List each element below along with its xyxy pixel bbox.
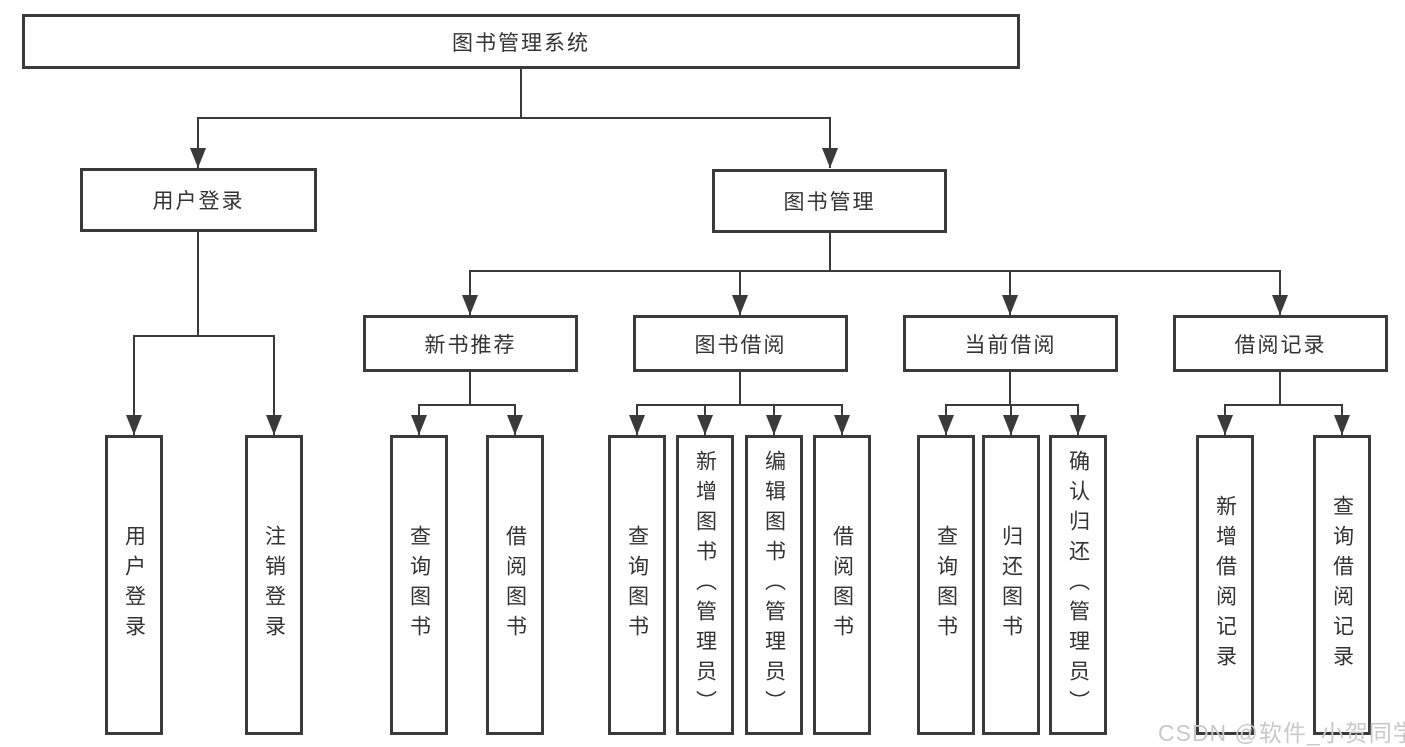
arrow-to-book-borrowing	[732, 272, 748, 315]
node-book-borrowing-label: 图书借阅	[694, 333, 787, 357]
leaf-query-books-3: 查询图书	[917, 435, 975, 735]
node-borrowing-records: 借阅记录	[1173, 315, 1388, 372]
node-user-login: 用户登录	[80, 168, 317, 232]
leaf-logout: 注销登录	[245, 435, 303, 735]
arrow-to-leaf-borrow-books-1	[507, 406, 523, 435]
arrow-to-leaf-query-record	[1334, 406, 1350, 435]
connector-current-stem	[1009, 372, 1011, 406]
connector-records-stem	[1279, 372, 1281, 406]
leaf-borrow-books-1-label: 借阅图书	[503, 525, 527, 645]
connector-borrowing-stem	[739, 372, 741, 406]
arrow-to-leaf-borrow-books-2	[834, 406, 850, 435]
arrow-to-leaf-add-record	[1217, 406, 1233, 435]
leaf-borrow-books-2: 借阅图书	[813, 435, 871, 735]
connector-book-mgmt-stem	[829, 233, 831, 272]
leaf-query-books-2-label: 查询图书	[625, 525, 649, 645]
watermark: CSDN @软件_小贺同学	[1158, 720, 1405, 746]
arrow-to-leaf-query-books-2	[629, 406, 645, 435]
leaf-query-books-1: 查询图书	[390, 435, 448, 735]
leaf-edit-book-admin-label: 编辑图书（管理员）	[762, 450, 786, 720]
node-user-login-label: 用户登录	[152, 190, 245, 213]
connector-book-mgmt-bus	[469, 270, 1281, 272]
leaf-add-book-admin: 新增图书（管理员）	[676, 435, 734, 735]
arrow-to-leaf-logout	[266, 337, 282, 435]
leaf-query-books-3-label: 查询图书	[934, 525, 958, 645]
leaf-query-books-1-label: 查询图书	[407, 525, 431, 645]
node-new-book-recommendation: 新书推荐	[363, 315, 578, 372]
leaf-user-login-label: 用户登录	[122, 525, 146, 645]
leaf-confirm-return-admin: 确认归还（管理员）	[1049, 435, 1107, 735]
leaf-add-book-admin-label: 新增图书（管理员）	[693, 450, 717, 720]
connector-newbook-bus	[418, 404, 516, 406]
node-root: 图书管理系统	[22, 14, 1020, 69]
node-new-book-recommendation-label: 新书推荐	[424, 333, 517, 357]
arrow-to-leaf-query-books-3	[938, 406, 954, 435]
arrow-to-user-login	[190, 119, 206, 168]
arrow-to-new-book-recommendation	[462, 272, 478, 315]
arrow-to-borrowing-records	[1272, 272, 1288, 315]
node-book-management: 图书管理	[712, 169, 947, 233]
node-root-label: 图书管理系统	[452, 31, 590, 55]
arrow-to-leaf-user-login	[126, 337, 142, 435]
leaf-return-books-label: 归还图书	[999, 525, 1023, 645]
connector-root-bus	[197, 117, 831, 119]
connector-records-bus	[1224, 404, 1343, 406]
leaf-query-borrow-record-label: 查询借阅记录	[1330, 495, 1354, 675]
node-book-borrowing: 图书借阅	[633, 315, 848, 372]
arrow-to-current-borrowing	[1002, 272, 1018, 315]
leaf-user-login: 用户登录	[105, 435, 163, 735]
arrow-to-leaf-add-book	[697, 406, 713, 435]
connector-user-login-stem	[197, 232, 199, 337]
node-current-borrowing-label: 当前借阅	[964, 333, 1057, 357]
node-book-management-label: 图书管理	[783, 191, 876, 214]
leaf-query-books-2: 查询图书	[608, 435, 666, 735]
leaf-add-borrow-record: 新增借阅记录	[1196, 435, 1254, 735]
arrow-to-book-management	[822, 119, 838, 168]
connector-user-login-bus	[133, 335, 275, 337]
connector-current-bus	[945, 404, 1079, 406]
arrow-to-leaf-edit-book	[766, 406, 782, 435]
leaf-logout-label: 注销登录	[262, 525, 286, 645]
connector-newbook-stem	[469, 372, 471, 406]
leaf-return-books: 归还图书	[982, 435, 1040, 735]
leaf-borrow-books-2-label: 借阅图书	[830, 525, 854, 645]
leaf-edit-book-admin: 编辑图书（管理员）	[745, 435, 803, 735]
node-borrowing-records-label: 借阅记录	[1234, 333, 1327, 357]
connector-root-stem	[520, 69, 522, 119]
leaf-query-borrow-record: 查询借阅记录	[1313, 435, 1371, 735]
connector-borrowing-bus	[636, 404, 843, 406]
arrow-to-leaf-confirm-return	[1070, 406, 1086, 435]
arrow-to-leaf-return-books	[1003, 406, 1019, 435]
leaf-add-borrow-record-label: 新增借阅记录	[1213, 495, 1237, 675]
leaf-borrow-books-1: 借阅图书	[486, 435, 544, 735]
leaf-confirm-return-admin-label: 确认归还（管理员）	[1066, 450, 1090, 720]
node-current-borrowing: 当前借阅	[903, 315, 1118, 372]
arrow-to-leaf-query-books-1	[411, 406, 427, 435]
